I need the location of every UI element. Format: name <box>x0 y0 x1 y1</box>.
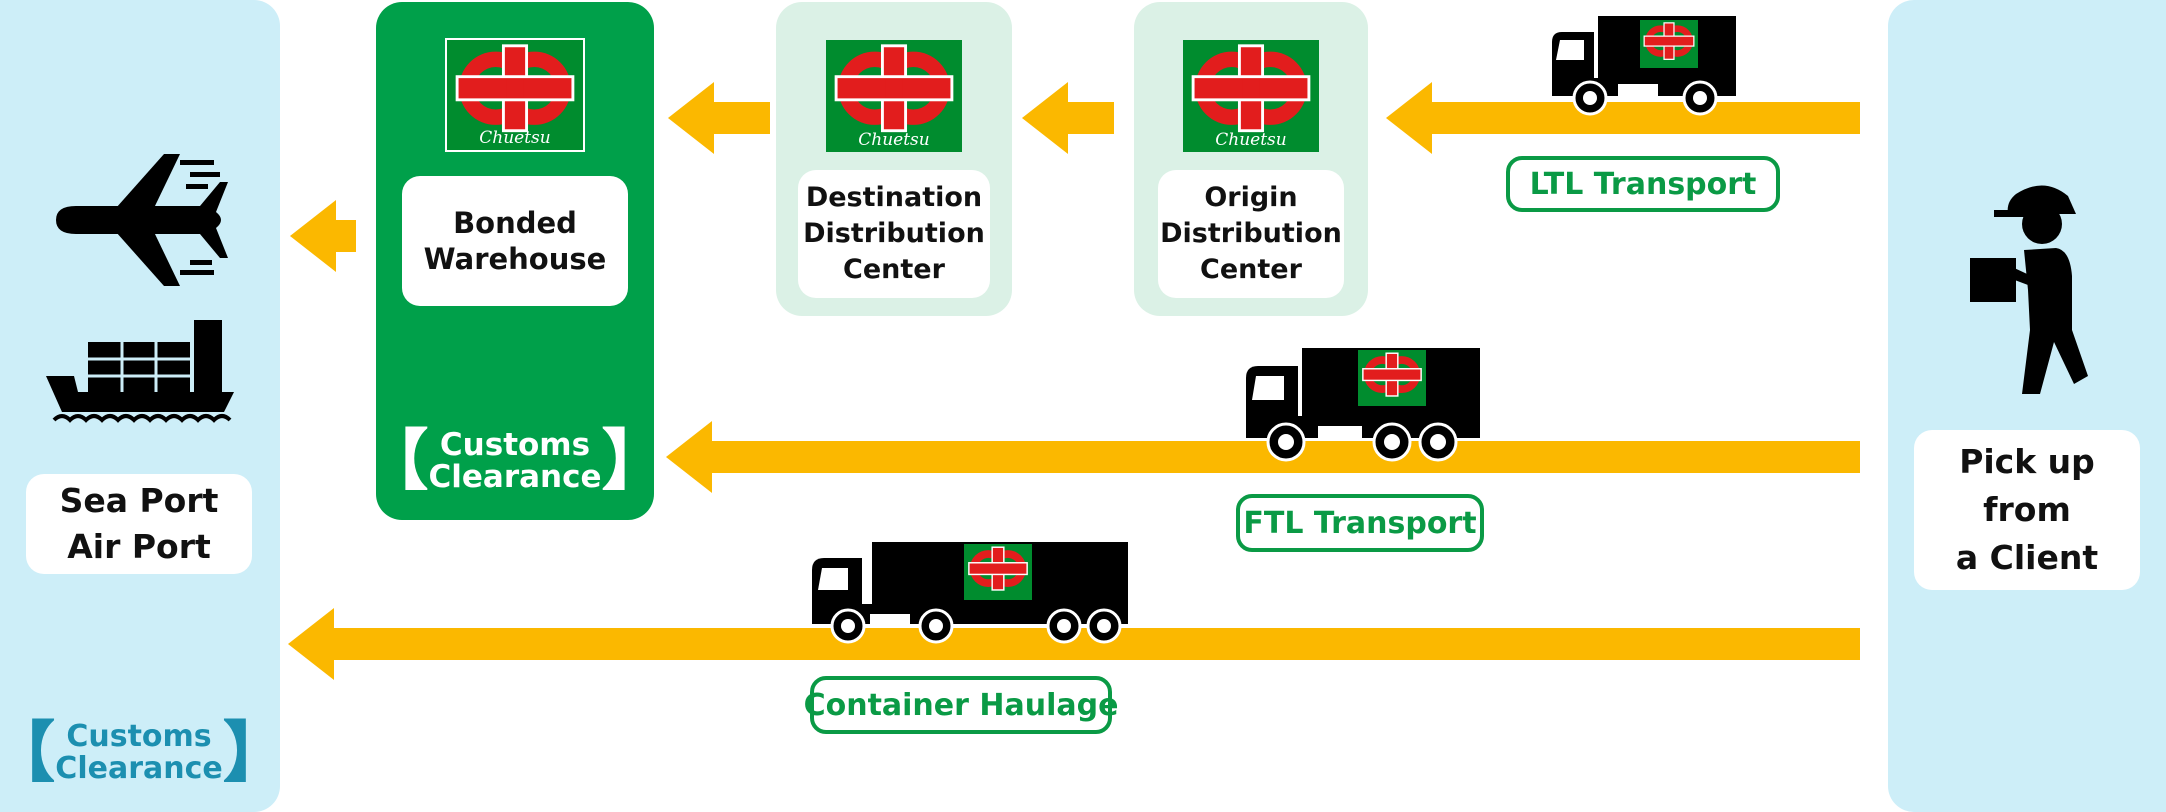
destination-center-panel: Chuetsu Destination Distribution Center <box>776 2 1012 316</box>
warehouse-customs-label: 【 Customs Clearance 】 <box>363 420 668 502</box>
cargo-ship-icon <box>46 320 234 423</box>
delivery-person-icon <box>1970 185 2088 394</box>
arrow-to-warehouse <box>668 82 770 154</box>
arrow-ltl <box>1386 82 1860 154</box>
logo-text: Chuetsu <box>858 130 930 150</box>
bracket-left-icon: 【 <box>362 422 429 499</box>
bracket-right-icon: 】 <box>222 714 289 791</box>
ltl-transport-label: LTL Transport <box>1506 156 1780 212</box>
seaport-customs-label: 【 Customs Clearance 】 <box>0 712 289 794</box>
seaport-airport-label: Sea Port Air Port <box>26 474 252 574</box>
chuetsu-logo: Chuetsu <box>1183 40 1319 152</box>
logo-text: Chuetsu <box>1215 130 1287 150</box>
chuetsu-logo <box>964 544 1032 600</box>
chuetsu-logo: Chuetsu <box>445 38 585 152</box>
logo-text: Chuetsu <box>479 128 551 148</box>
bracket-right-icon: 】 <box>601 422 668 499</box>
chuetsu-logo <box>1358 350 1426 406</box>
origin-center-panel: Chuetsu Origin Distribution Center <box>1134 2 1368 316</box>
bonded-warehouse-label: Bonded Warehouse <box>402 176 628 306</box>
arrow-to-port <box>290 200 356 272</box>
chuetsu-logo <box>1640 20 1698 68</box>
seaport-airport-panel: Sea Port Air Port 【 Customs Clearance 】 <box>0 0 289 812</box>
pickup-client-label: Pick up from a Client <box>1914 430 2140 590</box>
bonded-warehouse-panel: Chuetsu Bonded Warehouse 【 Customs Clear… <box>363 2 668 520</box>
origin-center-label: Origin Distribution Center <box>1158 170 1344 298</box>
chuetsu-logo: Chuetsu <box>826 40 962 152</box>
customs-clearance-text: Customs Clearance <box>55 719 223 786</box>
customs-clearance-text: Customs Clearance <box>428 427 602 495</box>
airplane-icon <box>56 154 228 286</box>
arrow-to-destination <box>1022 82 1114 154</box>
bracket-left-icon: 【 <box>0 720 55 786</box>
ftl-transport-label: FTL Transport <box>1236 494 1484 552</box>
container-haulage-label: Container Haulage <box>804 676 1118 734</box>
destination-center-label: Destination Distribution Center <box>798 170 990 298</box>
client-panel: Pick up from a Client <box>1888 0 2166 812</box>
